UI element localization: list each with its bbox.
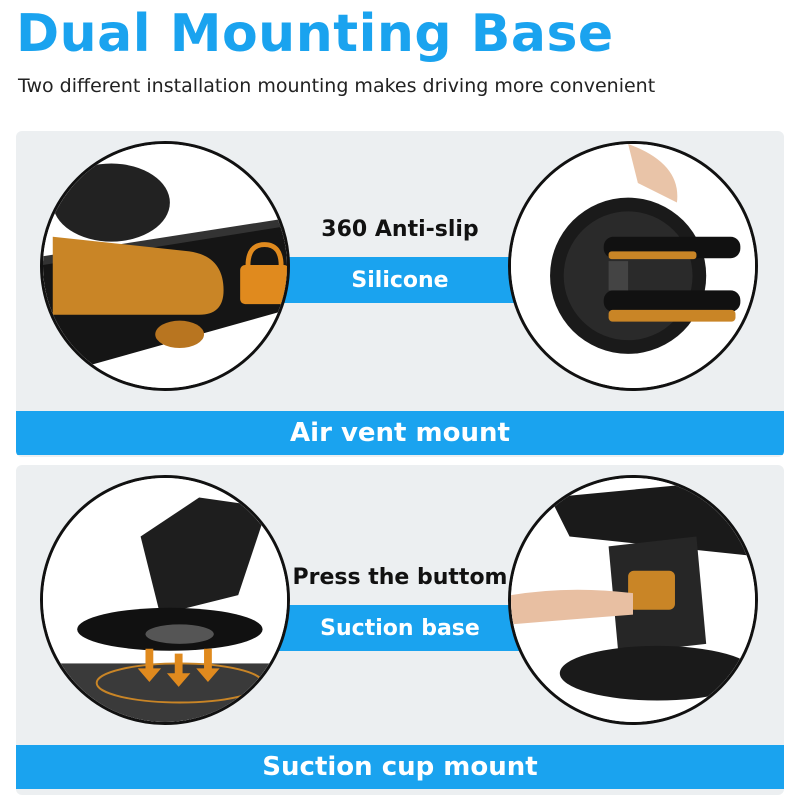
suction-button-photo — [508, 475, 758, 725]
suction-feature-strip: Suction base — [276, 605, 524, 651]
page-subtitle: Two different installation mounting make… — [18, 75, 656, 97]
air-vent-feature-label: 360 Anti-slip — [321, 217, 479, 242]
lock-icon — [240, 242, 287, 305]
suction-button-illustration — [511, 478, 755, 722]
suction-feature-label: Press the buttom — [292, 565, 508, 590]
suction-base-illustration — [43, 478, 287, 722]
air-vent-base-photo — [508, 141, 758, 391]
air-vent-feature-strip: Silicone — [276, 257, 524, 303]
air-vent-clip-illustration — [43, 144, 287, 388]
air-vent-band: Air vent mount — [16, 411, 784, 455]
page-title: Dual Mounting Base — [16, 4, 614, 64]
air-vent-panel: 360 Anti-slip Silicone Air vent mount — [16, 131, 784, 457]
suction-base-photo — [40, 475, 290, 725]
down-arrows-icon — [137, 648, 220, 687]
air-vent-clip-photo — [40, 141, 290, 391]
suction-panel: Press the buttom Suction base Suction cu… — [16, 465, 784, 795]
air-vent-base-illustration — [511, 144, 755, 388]
suction-band: Suction cup mount — [16, 745, 784, 789]
